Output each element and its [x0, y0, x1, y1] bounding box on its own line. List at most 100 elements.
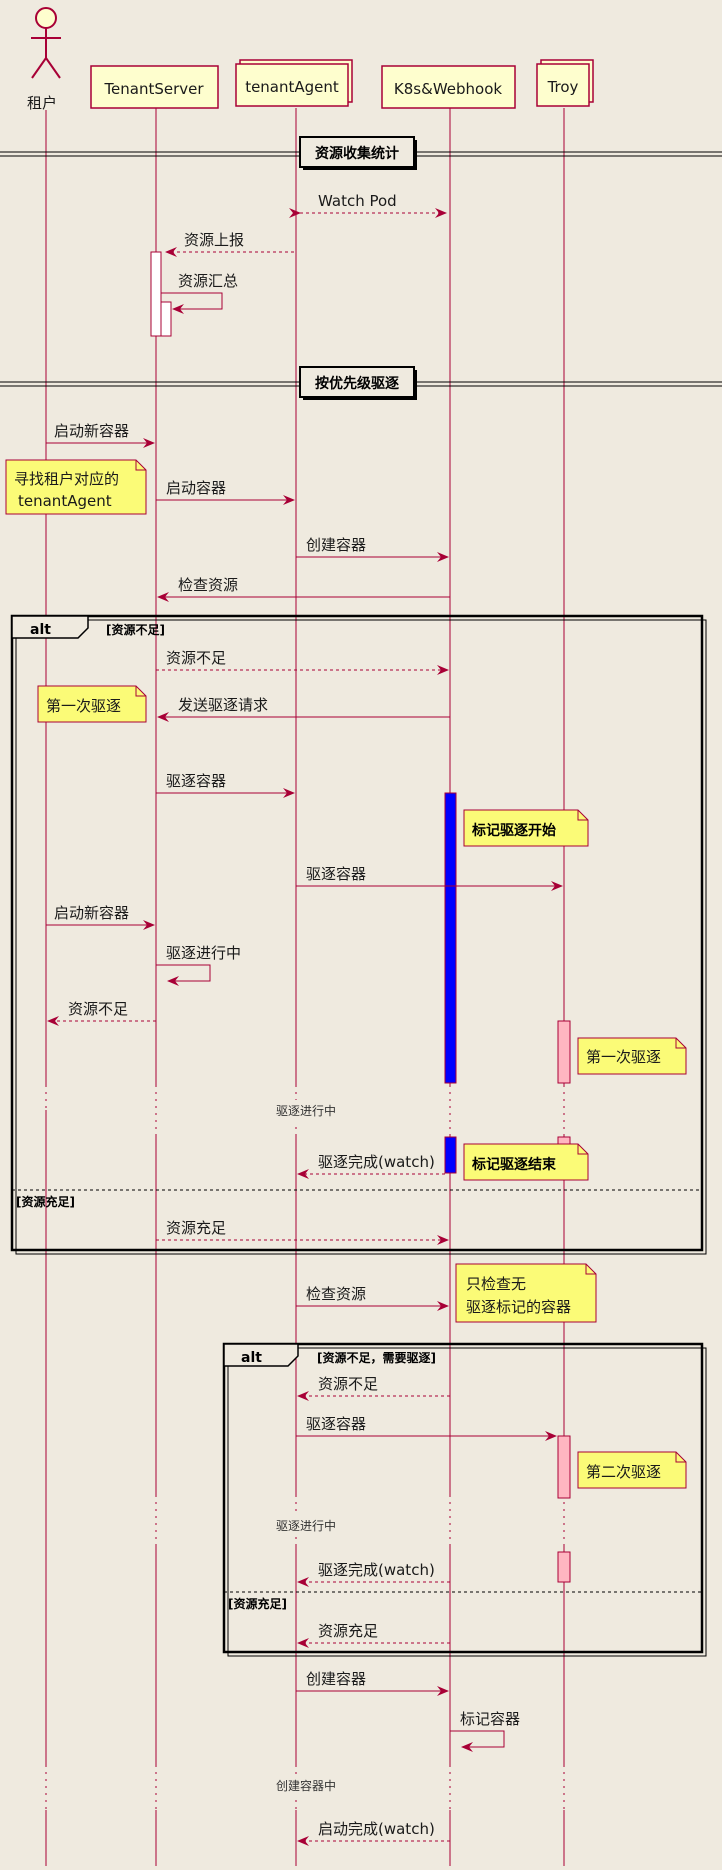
activation-k8s-2 — [444, 1136, 457, 1174]
divider-resource-stats: 资源收集统计 — [0, 136, 722, 170]
note-line: 标记驱逐开始 — [471, 822, 556, 839]
message-resource-sufficient-2: 资源充足 — [297, 1622, 450, 1648]
message-label: 驱逐容器 — [306, 865, 366, 883]
participant-troy: Troy — [536, 59, 594, 107]
alt-condition: [资源不足] — [106, 622, 165, 637]
divider-label: 按优先级驱逐 — [315, 375, 399, 392]
message-resource-insufficient-2: 资源不足 — [47, 1000, 156, 1026]
participant-label: Troy — [547, 78, 579, 96]
participant-k8s: K8s&Webhook — [381, 65, 516, 109]
message-label: 启动完成(watch) — [318, 1820, 435, 1838]
participant-tenant-server: TenantServer — [90, 65, 219, 109]
note-second-evict: 第二次驱逐 — [577, 1451, 687, 1489]
participant-label: K8s&Webhook — [394, 80, 502, 98]
message-send-evict-request: 发送驱逐请求 — [157, 696, 450, 722]
alt-else-condition: [资源充足] — [228, 1596, 287, 1611]
message-label: 资源充足 — [318, 1622, 378, 1640]
participant-tenant-agent: tenantAgent — [235, 59, 353, 107]
message-label: 启动容器 — [166, 479, 226, 497]
message-evict-container-3: 驱逐容器 — [296, 1415, 557, 1441]
message-label: 驱逐容器 — [166, 772, 226, 790]
participant-actor: 租户 — [27, 7, 61, 112]
delay-evicting-2: 驱逐进行中 — [268, 1515, 344, 1537]
message-label: 发送驱逐请求 — [178, 696, 268, 714]
activation-troy-3 — [557, 1435, 571, 1499]
message-label: 驱逐完成(watch) — [318, 1153, 435, 1171]
alt-else-condition: [资源充足] — [16, 1194, 75, 1209]
note-line: tenantAgent — [18, 492, 112, 510]
message-mark-container: 标记容器 — [450, 1710, 520, 1752]
message-evict-container-2: 驱逐容器 — [296, 865, 563, 891]
actor-icon — [31, 7, 61, 79]
message-start-done: 启动完成(watch) — [297, 1820, 450, 1846]
activation-tenant-server-1 — [150, 251, 162, 337]
message-start-container: 启动容器 — [156, 479, 295, 505]
participant-label: TenantServer — [103, 80, 204, 98]
alt-condition: [资源不足，需要驱逐] — [317, 1350, 436, 1365]
message-check-resource-2: 检查资源 — [296, 1285, 449, 1311]
note-first-evict-server: 第一次驱逐 — [37, 685, 147, 723]
message-label: 创建容器 — [306, 536, 366, 554]
note-mark-evict-end: 标记驱逐结束 — [463, 1143, 589, 1181]
message-label: Watch Pod — [318, 192, 397, 210]
alt-frame-1: alt [资源不足] [资源充足] — [10, 614, 707, 1255]
delay-label: 驱逐进行中 — [276, 1518, 336, 1533]
message-label: 资源不足 — [68, 1000, 128, 1018]
message-label: 资源上报 — [184, 231, 244, 249]
message-evict-container-1: 驱逐容器 — [156, 772, 295, 798]
message-label: 资源不足 — [166, 649, 226, 667]
note-line: 第二次驱逐 — [586, 1463, 661, 1481]
message-evict-done-1: 驱逐完成(watch) — [297, 1153, 445, 1179]
participant-label: tenantAgent — [245, 78, 339, 96]
message-create-container-1: 创建容器 — [296, 536, 449, 562]
message-resource-sufficient-1: 资源充足 — [156, 1219, 449, 1245]
delay-label: 创建容器中 — [276, 1778, 336, 1793]
alt-frame-2: alt [资源不足，需要驱逐] [资源充足] — [222, 1342, 707, 1657]
note-line: 标记驱逐结束 — [471, 1156, 557, 1173]
note-line: 只检查无 — [466, 1275, 526, 1293]
note-line: 第一次驱逐 — [586, 1048, 661, 1066]
note-line: 寻找租户对应的 — [14, 470, 119, 488]
alt-keyword: alt — [30, 622, 51, 638]
note-only-check: 只检查无 驱逐标记的容器 — [455, 1263, 597, 1323]
message-evicting-self: 驱逐进行中 — [156, 944, 241, 986]
activation-troy-4 — [557, 1551, 571, 1583]
note-mark-evict-start: 标记驱逐开始 — [463, 809, 589, 847]
message-resource-report: 资源上报 — [165, 231, 294, 257]
message-label: 资源充足 — [166, 1219, 226, 1237]
message-start-new-container-2: 启动新容器 — [46, 904, 155, 930]
lifelines — [45, 108, 565, 1866]
note-line: 驱逐标记的容器 — [466, 1298, 571, 1316]
message-start-new-container-1: 启动新容器 — [46, 422, 155, 448]
note-find-agent: 寻找租户对应的 tenantAgent — [5, 459, 147, 515]
message-resource-insufficient-3: 资源不足 — [297, 1375, 450, 1401]
message-resource-insufficient-1: 资源不足 — [156, 649, 449, 675]
message-check-resource-1: 检查资源 — [157, 576, 450, 602]
message-label: 资源汇总 — [178, 272, 238, 290]
note-first-evict-troy: 第一次驱逐 — [577, 1037, 687, 1075]
delay-label: 驱逐进行中 — [276, 1103, 336, 1118]
activation-k8s-1 — [444, 792, 457, 1084]
delay-creating: 创建容器中 — [268, 1775, 344, 1797]
message-label: 驱逐进行中 — [166, 944, 241, 962]
message-label: 驱逐容器 — [306, 1415, 366, 1433]
message-watch-pod: Watch Pod — [289, 192, 447, 218]
message-label: 标记容器 — [460, 1710, 520, 1728]
activation-tenant-server-2 — [160, 301, 172, 337]
divider-label: 资源收集统计 — [315, 145, 399, 162]
message-label: 检查资源 — [178, 576, 238, 594]
message-create-container-2: 创建容器 — [296, 1670, 449, 1696]
divider-priority-evict: 按优先级驱逐 — [0, 366, 722, 400]
message-label: 驱逐完成(watch) — [318, 1561, 435, 1579]
message-label: 资源不足 — [318, 1375, 378, 1393]
actor-label: 租户 — [27, 94, 57, 112]
message-label: 创建容器 — [306, 1670, 366, 1688]
message-evict-done-2: 驱逐完成(watch) — [297, 1561, 450, 1587]
message-resource-summary: 资源汇总 — [161, 272, 238, 314]
note-line: 第一次驱逐 — [46, 697, 121, 715]
message-label: 启动新容器 — [54, 904, 129, 922]
delay-evicting-1: 驱逐进行中 — [268, 1100, 344, 1122]
message-label: 启动新容器 — [54, 422, 129, 440]
activation-troy-1 — [557, 1020, 571, 1084]
